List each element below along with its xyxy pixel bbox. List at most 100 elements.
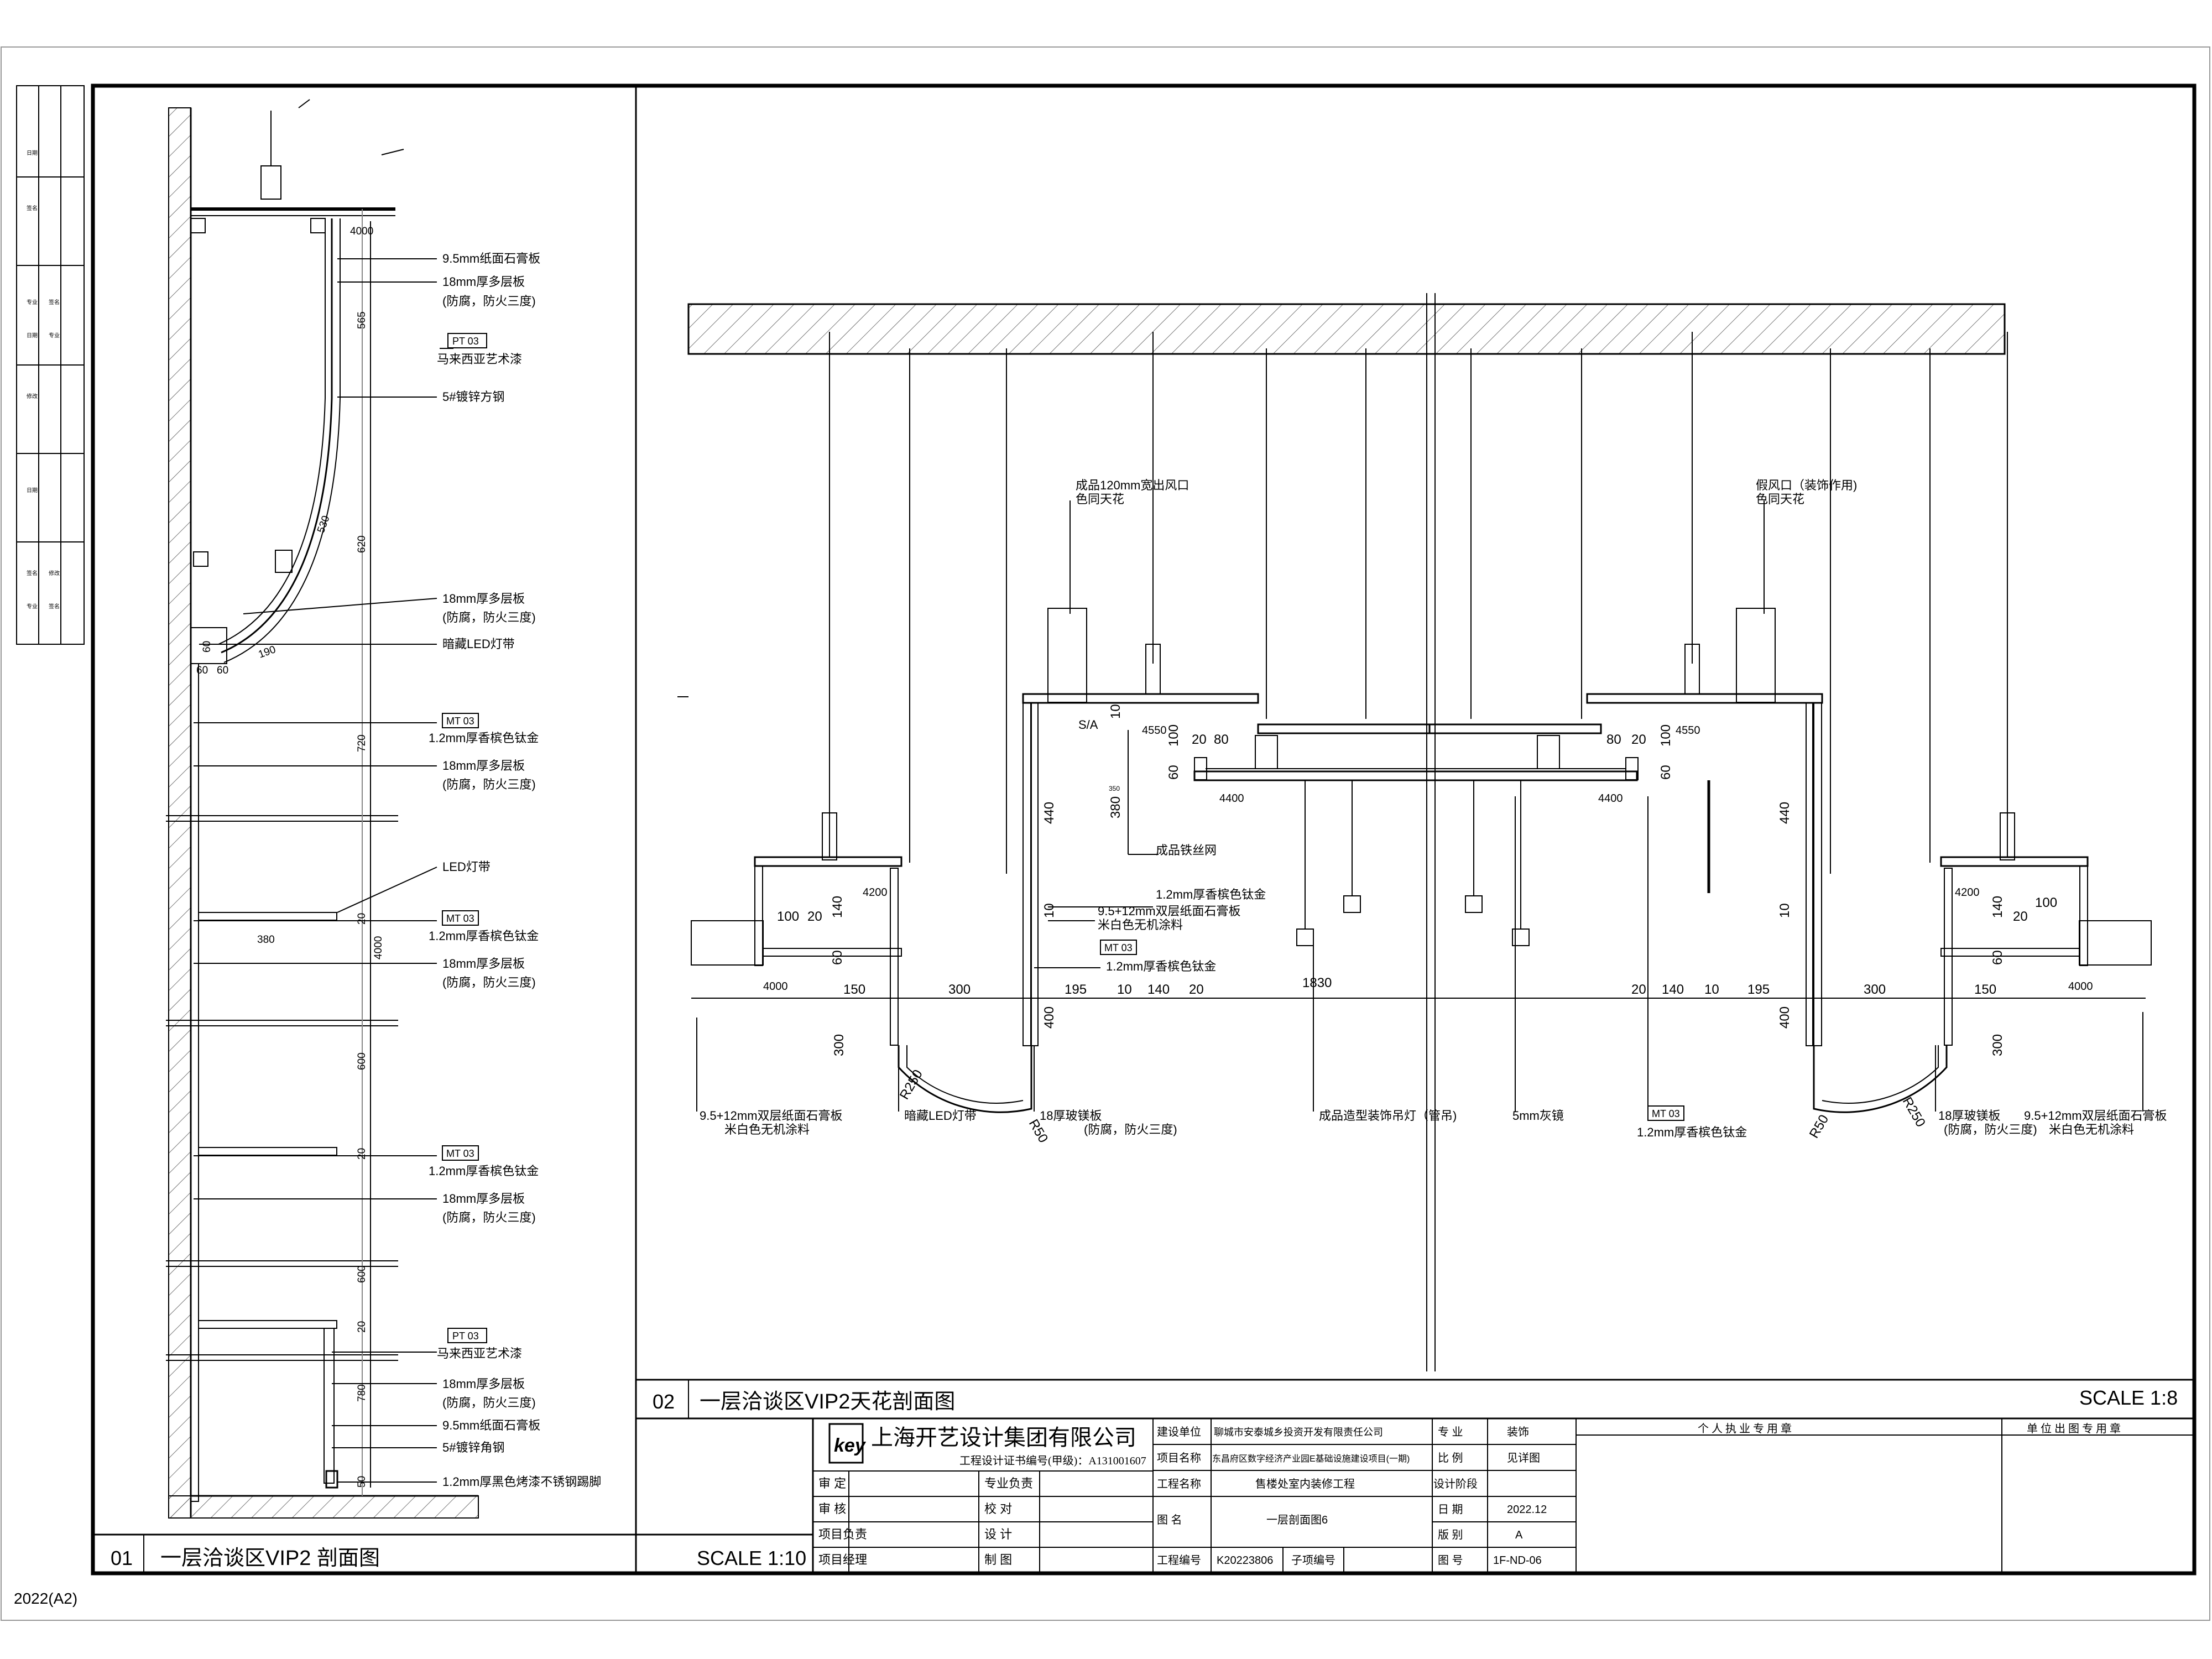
sign-label: 项目负责 bbox=[818, 1527, 867, 1541]
dim-text: 565 bbox=[356, 311, 368, 329]
dim-text: 300 bbox=[832, 1034, 847, 1056]
dim-text: 10 bbox=[1108, 704, 1123, 719]
dim-text: 20 bbox=[356, 913, 368, 925]
callout-label: 18mm厚多层板 bbox=[442, 592, 525, 606]
dim-text: 20 bbox=[1189, 982, 1204, 997]
dim-text: 20 bbox=[807, 909, 822, 924]
dim-text: 150 bbox=[843, 982, 865, 997]
strip-text: 专业 bbox=[27, 299, 38, 306]
level-mark: 4200 bbox=[863, 886, 888, 899]
info-value: 装饰 bbox=[1507, 1426, 1529, 1438]
dim-text: 60 bbox=[217, 665, 228, 676]
dim-text: 100 bbox=[1658, 724, 1673, 747]
callout-label: (防腐，防火三度) bbox=[442, 611, 536, 624]
dim-text: 300 bbox=[1990, 1034, 2005, 1056]
sign-label: 专业负责 bbox=[984, 1477, 1033, 1490]
info-key: 图 名 bbox=[1157, 1514, 1182, 1526]
callout-label: LED灯带 bbox=[442, 860, 491, 874]
info-value: 售楼处室内装修工程 bbox=[1255, 1478, 1355, 1490]
dim-text: 80 bbox=[1606, 732, 1621, 747]
material-tag: PT 03 bbox=[452, 1331, 479, 1342]
sign-label: 设 计 bbox=[984, 1527, 1012, 1541]
dim-text: 440 bbox=[1777, 802, 1792, 824]
level-mark: 4000 bbox=[763, 980, 788, 993]
info-value: 一层剖面图6 bbox=[1266, 1514, 1328, 1526]
section-view-01: 9.5mm纸面石膏板 18mm厚多层板 (防腐，防火三度) 马来西亚艺术漆 5#… bbox=[111, 99, 806, 1570]
strip-text: 专业 bbox=[49, 332, 60, 339]
dim-text: 60 bbox=[1166, 765, 1181, 780]
callout-label: 18mm厚多层板 bbox=[442, 275, 525, 289]
info-key: 图 号 bbox=[1438, 1554, 1463, 1567]
dim-text: 80 bbox=[1214, 732, 1229, 747]
dim-text: R250 bbox=[897, 1067, 926, 1102]
callout-label: 色同天花 bbox=[1076, 492, 1124, 506]
info-key: 版 别 bbox=[1438, 1528, 1463, 1541]
strip-text: 签名 bbox=[49, 299, 60, 306]
callout-label: 18mm厚多层板 bbox=[442, 957, 525, 971]
level-mark: 4000 bbox=[2068, 980, 2093, 993]
callout-label: 5mm灰镜 bbox=[1512, 1109, 1564, 1123]
level-mark: 4400 bbox=[1219, 792, 1244, 805]
callout-label: 1.2mm厚香槟色钛金 bbox=[429, 731, 539, 745]
info-value: 东昌府区数字经济产业园E基础设施建设项目(一期) bbox=[1212, 1454, 1410, 1464]
callout-label: 1.2mm厚黑色烤漆不锈钢踢脚 bbox=[442, 1475, 601, 1489]
callout-label: S/A bbox=[1078, 718, 1098, 732]
sign-label: 制 图 bbox=[984, 1553, 1012, 1567]
dim-text: 190 bbox=[257, 644, 278, 661]
dim-text: 60 bbox=[201, 641, 213, 653]
callout-label: 马来西亚艺术漆 bbox=[437, 1347, 522, 1360]
license-number: 工程设计证书编号(甲级)：A131001607 bbox=[959, 1454, 1146, 1467]
dim-text: R50 bbox=[1807, 1112, 1832, 1141]
material-tag: MT 03 bbox=[1652, 1108, 1680, 1119]
level-mark: 4200 bbox=[1955, 886, 1980, 899]
callout-label: 米白色无机涂料 bbox=[1098, 918, 1183, 932]
dim-text: 50 bbox=[356, 1476, 368, 1488]
section-view-02: 成品120mm宽出风口 色同天花 假风口（装饰作用) 色同天花 S/A 成品铁丝… bbox=[653, 293, 2178, 1413]
dim-text: 195 bbox=[1747, 982, 1770, 997]
dim-text: 1830 bbox=[1302, 975, 1332, 990]
sheet-size-code: 2022(A2) bbox=[14, 1590, 77, 1607]
callout-label: 1.2mm厚香槟色钛金 bbox=[429, 1164, 539, 1178]
unit-stamp-label: 单 位 出 图 专 用 章 bbox=[2027, 1422, 2121, 1435]
company-name: 上海开艺设计集团有限公司 bbox=[871, 1426, 1136, 1450]
callout-label: 18厚玻镁板 bbox=[1040, 1109, 1102, 1123]
dim-text: 195 bbox=[1065, 982, 1087, 997]
strip-text: 修改 bbox=[49, 570, 60, 577]
view-number: 02 bbox=[653, 1390, 675, 1413]
title-block: key 上海开艺设计集团有限公司 工程设计证书编号(甲级)：A131001607… bbox=[812, 1417, 2195, 1574]
sign-label: 审 定 bbox=[818, 1477, 846, 1490]
dim-text: 20 bbox=[1192, 732, 1207, 747]
dim-text: 400 bbox=[1042, 1006, 1057, 1029]
material-tag: MT 03 bbox=[446, 716, 474, 727]
dim-text: 10 bbox=[1117, 982, 1132, 997]
callout-label: 1.2mm厚香槟色钛金 bbox=[1156, 888, 1266, 901]
dim-text: 140 bbox=[1662, 982, 1684, 997]
callout-label: 1.2mm厚香槟色钛金 bbox=[429, 929, 539, 943]
material-tag: MT 03 bbox=[1104, 942, 1133, 953]
info-value: 1F-ND-06 bbox=[1493, 1554, 1542, 1567]
view-scale: SCALE 1:8 bbox=[2079, 1386, 2178, 1409]
callout-label: 18mm厚多层板 bbox=[442, 759, 525, 773]
dim-text: 440 bbox=[1042, 802, 1057, 824]
dim-text: 300 bbox=[1864, 982, 1886, 997]
dim-text: 10 bbox=[1704, 982, 1719, 997]
level-mark: 4550 bbox=[1676, 724, 1700, 737]
dim-text: 60 bbox=[1990, 950, 2005, 965]
logo-mark: key bbox=[834, 1435, 867, 1456]
dim-text: 350 bbox=[1109, 785, 1120, 792]
dim-text: 60 bbox=[830, 950, 845, 965]
strip-text: 签名 bbox=[27, 205, 38, 212]
info-key: 项目名称 bbox=[1157, 1452, 1201, 1464]
callout-label: (防腐，防火三度) bbox=[442, 975, 536, 989]
callout-label: 米白色无机涂料 bbox=[2049, 1123, 2134, 1136]
sign-label: 审 核 bbox=[818, 1502, 846, 1516]
callout-label: 色同天花 bbox=[1756, 492, 1804, 506]
view-number: 01 bbox=[111, 1547, 133, 1569]
callout-label: 马来西亚艺术漆 bbox=[437, 352, 522, 366]
dim-text: 60 bbox=[1658, 765, 1673, 780]
personal-stamp-label: 个 人 执 业 专 用 章 bbox=[1698, 1422, 1792, 1435]
dim-text: 60 bbox=[196, 665, 208, 676]
callout-label: 18mm厚多层板 bbox=[442, 1377, 525, 1391]
strip-text: 修改 bbox=[27, 393, 38, 400]
